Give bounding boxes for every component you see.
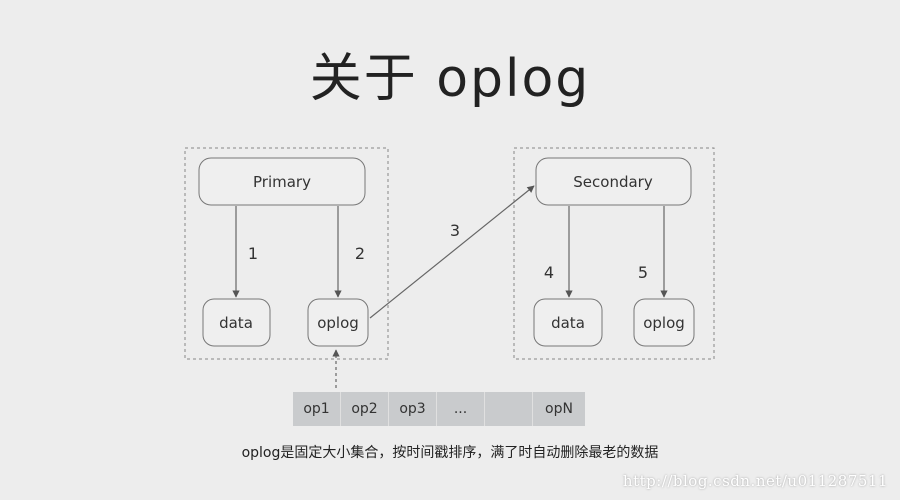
caption: oplog是固定大小集合，按时间戳排序，满了时自动删除最老的数据 [241,445,659,461]
page-title: 关于 oplog [309,49,591,109]
secondary-label: Secondary [573,173,653,191]
oplog-entries: op1 op2 op3 ... opN [293,392,585,426]
op-entry: op1 [293,392,341,426]
step-2: 2 [355,244,365,263]
primary-node [198,157,366,206]
secondary-node [535,157,692,206]
secondary-oplog-node [633,298,695,347]
primary-oplog-label: oplog [317,314,359,332]
secondary-data-node [533,298,603,347]
op-entry: op3 [389,392,437,426]
step-5: 5 [638,263,648,282]
primary-group [184,147,389,360]
op-entry-blank [485,392,533,426]
primary-label: Primary [253,173,311,191]
primary-data-node [202,298,271,347]
op-entry: op2 [341,392,389,426]
step-1: 1 [248,244,258,263]
secondary-group [513,147,715,360]
watermark: http://blog.csdn.net/u011287511 [622,472,888,490]
arrow-3 [369,185,535,319]
secondary-data-label: data [551,314,585,332]
op-entry-ellipsis: ... [437,392,485,426]
op-entry-last: opN [545,401,573,417]
step-3: 3 [450,221,460,240]
primary-oplog-node [307,298,369,347]
step-4: 4 [544,263,554,282]
primary-data-label: data [219,314,253,332]
secondary-oplog-label: oplog [643,314,685,332]
